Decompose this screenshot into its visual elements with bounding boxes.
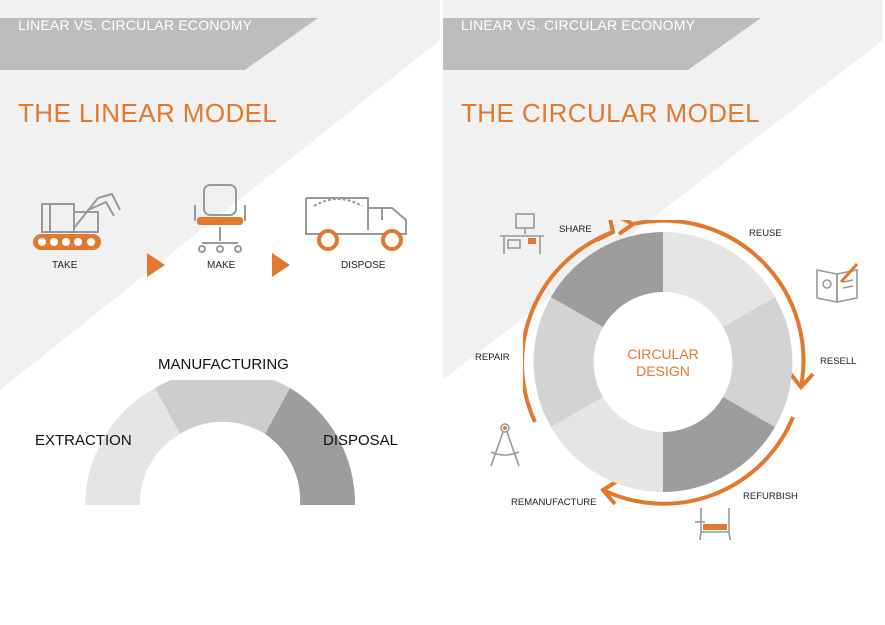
arc-segment-manufacturing: [155, 380, 290, 434]
arrow-right-icon: [272, 253, 290, 277]
cycle-arrow-bottom: [602, 416, 795, 506]
cycle-arrow-top: [632, 220, 806, 388]
center-label: CIRCULAR DESIGN: [623, 346, 703, 380]
page-title: THE CIRCULAR MODEL: [461, 98, 761, 128]
office-chair-icon: [194, 184, 246, 253]
circular-donut-diagram: [523, 220, 815, 506]
center-label-line1: CIRCULAR: [627, 346, 699, 362]
banner-text: LINEAR VS. CIRCULAR ECONOMY: [461, 17, 696, 33]
arc-segment-extraction: [85, 388, 180, 505]
armchair-icon: [695, 508, 731, 540]
notebook-pencil-icon: [816, 263, 859, 303]
step-label-take: TAKE: [52, 260, 78, 271]
stage-label-refurbish: REFURBISH: [743, 491, 798, 502]
segment-share: [551, 232, 663, 327]
cycle-arrow-left: [523, 230, 614, 423]
stage-label-resell: RESELL: [820, 356, 857, 367]
linear-model-panel: LINEAR VS. CIRCULAR ECONOMY THE LINEAR M…: [0, 0, 440, 540]
stage-label-reuse: REUSE: [749, 228, 782, 239]
arc-label-disposal: DISPOSAL: [323, 432, 399, 449]
stage-label-remanufacture: REMANUFACTURE: [511, 497, 597, 508]
segment-refurbish: [663, 397, 775, 492]
compass-tool-icon: [490, 423, 520, 467]
segment-repair: [533, 297, 603, 427]
stage-label-share: SHARE: [559, 224, 592, 235]
segment-remanufacture: [551, 397, 663, 492]
arc-label-extraction: EXTRACTION: [35, 432, 132, 449]
background-shapes: [0, 0, 440, 540]
dump-truck-icon: [305, 197, 407, 251]
center-label-line2: DESIGN: [636, 363, 690, 379]
arc-segment-disposal: [265, 388, 356, 505]
linear-arc-diagram: [85, 380, 356, 505]
page-title: THE LINEAR MODEL: [18, 98, 278, 128]
arc-label-manufacturing: MANUFACTURING: [158, 356, 289, 373]
desk-workstation-icon: [500, 213, 544, 254]
step-label-make: MAKE: [207, 260, 236, 271]
segment-reuse: [663, 232, 775, 327]
step-label-dispose: DISPOSE: [341, 260, 386, 271]
circular-model-panel: LINEAR VS. CIRCULAR ECONOMY THE CIRCULAR…: [443, 0, 883, 540]
excavator-icon: [33, 192, 121, 250]
stage-label-repair: REPAIR: [475, 352, 510, 363]
banner-text: LINEAR VS. CIRCULAR ECONOMY: [18, 17, 253, 33]
arrow-right-icon: [147, 253, 165, 277]
segment-resell: [723, 297, 793, 427]
